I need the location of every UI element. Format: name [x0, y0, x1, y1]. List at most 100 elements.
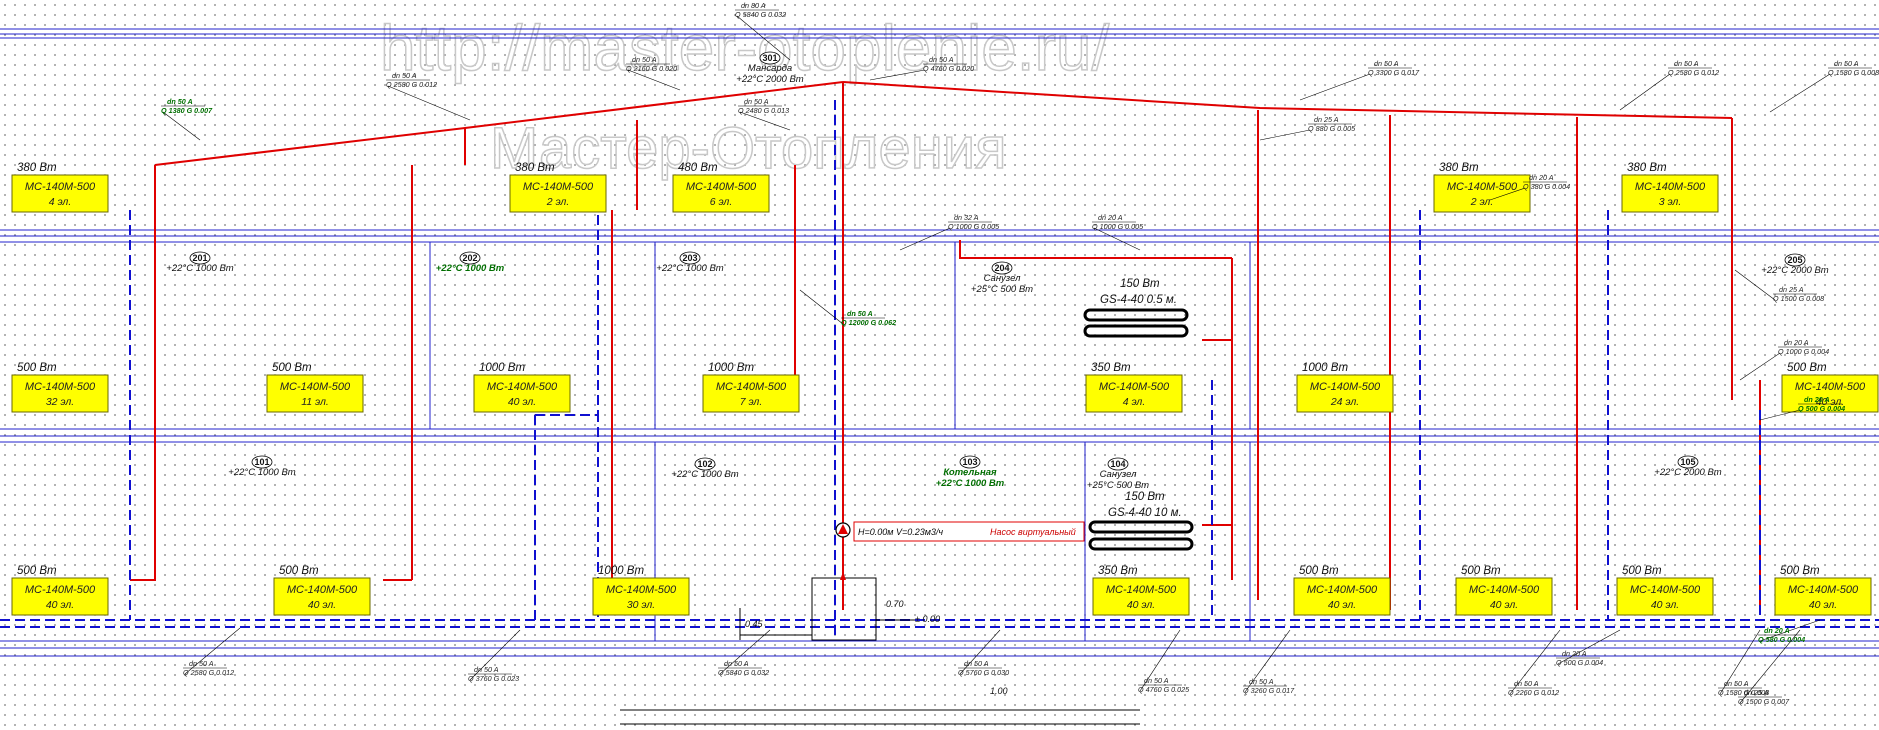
radiator-sections: 40 эл. — [1816, 396, 1844, 408]
pipe-label-flow: Q 2260 G 0.012 — [1508, 688, 1559, 697]
pipe-label-flow: Q 2480 G 0.013 — [738, 106, 789, 115]
pipe-label-flow: Q 1000 G 0.005 — [1092, 222, 1144, 231]
pipe-label-flow: Q 3760 G 0.023 — [468, 674, 519, 683]
radiator-model: МС-140М-500 — [287, 584, 358, 596]
pipe-label-flow: Q 4760 G 0.020 — [923, 64, 974, 73]
room-id: 105 — [1680, 457, 1695, 467]
radiator-power: 380 Вт — [515, 162, 555, 174]
radiator-body — [509, 174, 607, 213]
room-id-marker — [1107, 457, 1129, 471]
radiator-power: 500 Вт — [1787, 362, 1827, 374]
pipe-label-flow: Q 1380 G 0.007 — [161, 106, 213, 115]
pipe-label-leader — [1093, 227, 1141, 251]
pipe-label-flow: Q 380 G 0.004 — [1523, 182, 1570, 191]
pipe-label-flow: Q 2580 G 0.012 — [386, 80, 437, 89]
radiator-model: МС-140М-500 — [1099, 381, 1170, 393]
room-id: 204 — [994, 263, 1009, 273]
pipe-label: dn 25 AQ 1500 G 0.008 — [1734, 269, 1824, 303]
room-name: Котельная — [943, 467, 997, 478]
radiator-body — [266, 374, 364, 413]
pipe-label-leader — [1759, 409, 1801, 421]
pipe-label-leader — [1299, 73, 1371, 101]
room-id-marker — [1784, 253, 1806, 267]
room-id: 101 — [254, 457, 269, 467]
pipe-label-dn: dn 25 A — [1779, 285, 1804, 294]
pipe-label-dn: dn 20 A — [1804, 395, 1830, 404]
radiator-model: МС-140М-500 — [1788, 584, 1859, 596]
boiler-equipment — [620, 577, 1140, 725]
room-label: 205+22°C 2000 Вт — [1761, 253, 1829, 276]
radiator-power: 1000 Вт — [479, 362, 525, 374]
room-id: 301 — [762, 53, 777, 63]
pipe-label-dn: dn 50 A — [1834, 59, 1859, 68]
radiator-body — [592, 577, 690, 616]
room-params: +25°C 500 Вт — [1087, 480, 1149, 491]
room-id: 104 — [1110, 459, 1125, 469]
radiator-body — [1433, 174, 1531, 213]
floor-coil-1-power: 150 Вт — [1120, 278, 1160, 290]
pipe-label-flow: Q 2580 G 0.012 — [183, 668, 234, 677]
radiator-model: МС-140М-500 — [523, 181, 594, 193]
pipe-label-dn: dn 50 A — [1144, 676, 1169, 685]
pipe-label-dn: dn 20 A — [1529, 173, 1554, 182]
radiator-sections: 30 эл. — [627, 599, 655, 611]
return-pipes — [0, 100, 1879, 640]
radiator-model: МС-140М-500 — [1307, 584, 1378, 596]
room-id-marker — [694, 457, 716, 471]
radiator-power: 380 Вт — [1627, 162, 1667, 174]
radiator-sections: 40 эл. — [1809, 599, 1837, 611]
pipe-label-leader — [162, 111, 201, 141]
pipe-label: dn 50 AQ 5840 G 0.032 — [718, 629, 771, 677]
room-params: +25°C 500 Вт — [971, 284, 1033, 295]
floor-coil-2-power: 150 Вт — [1125, 491, 1165, 503]
room-id: 205 — [1787, 255, 1802, 265]
room-params: +22°C 2000 Вт — [736, 74, 804, 85]
room-partitions — [429, 242, 1251, 641]
pipe-label-dn: dn 20 A — [1098, 213, 1123, 222]
pipe-label-leader — [1619, 73, 1671, 111]
room-id: 103 — [962, 457, 977, 467]
radiator-model: МС-140М-500 — [1635, 181, 1706, 193]
pump-label-box — [853, 521, 1085, 542]
pipe-label-dn: dn 50 A — [392, 71, 417, 80]
pipe-label-flow: Q 3300 G 0.017 — [1368, 68, 1420, 77]
floor-coil-1 — [1083, 308, 1189, 338]
pipe-label-dn: dn 50 A — [724, 659, 749, 668]
pipe-label-flow: Q 500 G 0.004 — [1556, 658, 1603, 667]
pipe-label-leader — [1739, 629, 1801, 704]
room-id: 201 — [192, 253, 207, 263]
pump-icon — [835, 522, 851, 538]
pipe-label: dn 25 AQ 880 G 0.005 — [1259, 115, 1356, 141]
pipe-label: dn 50 AQ 4760 G 0.025 — [1138, 629, 1190, 694]
radiator-power: 350 Вт — [1098, 565, 1138, 577]
radiator-power: 480 Вт — [678, 162, 718, 174]
pipe-label-flow: Q 580 G 0.004 — [1758, 635, 1805, 644]
radiator-model: МС-140М-500 — [1795, 381, 1866, 393]
pipe-label: dn 20 AQ 1000 G 0.004 — [1739, 338, 1829, 381]
elevation-zero: ± 0.00 — [915, 614, 940, 624]
room-id-marker — [1677, 455, 1699, 469]
radiator: 500 Вт МС-140М-500 40 эл. — [1781, 362, 1879, 413]
pipe-label-dn: dn 50 A — [474, 665, 499, 674]
radiator-model: МС-140М-500 — [25, 584, 96, 596]
radiator-power: 380 Вт — [1439, 162, 1479, 174]
room-id-marker — [251, 455, 273, 469]
room-params: +22°C 2000 Вт — [1654, 467, 1722, 478]
pipe-label-flow: Q 880 G 0.005 — [1308, 124, 1356, 133]
pipe-label-flow: Q 5760 G 0.030 — [958, 668, 1009, 677]
room-name: Мансарда — [748, 63, 792, 74]
radiator-model: МС-140М-500 — [1469, 584, 1540, 596]
elevation-1: 1.00 — [990, 686, 1008, 696]
pipe-label-dn: dn 50 A — [964, 659, 989, 668]
pipe-label-flow: Q 5840 G 0.032 — [718, 668, 769, 677]
radiator-power: 500 Вт — [279, 565, 319, 577]
pipe-label-leader — [736, 15, 791, 61]
